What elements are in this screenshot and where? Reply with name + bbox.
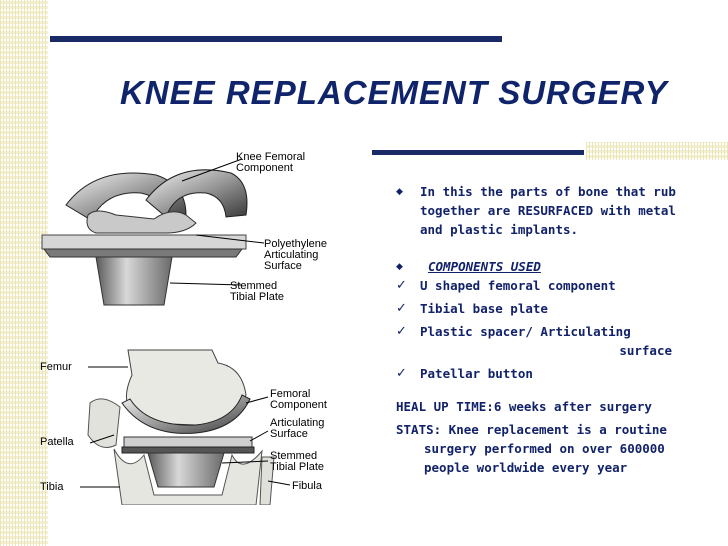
component-text: Tibial base plate — [420, 301, 548, 316]
check-bullet-icon: ✓ — [396, 278, 407, 293]
stats-line: surgery performed on over 600000 — [424, 441, 665, 456]
label-fibula: Fibula — [292, 480, 323, 492]
label-knee-femoral: Knee Femoral Component — [236, 151, 308, 174]
label-articulating-surface: Articulating Surface — [270, 417, 327, 440]
label-stemmed-tibial-top: Stemmed Tibial Plate — [230, 280, 284, 303]
component-item: ✓ Tibial base plate — [396, 299, 696, 318]
label-femoral-component: Femoral Component — [270, 388, 327, 411]
stats-line: people worldwide every year — [424, 460, 628, 475]
component-text: U shaped femoral component — [420, 278, 616, 293]
implant-figure — [41, 158, 265, 306]
label-tibia: Tibia — [40, 481, 64, 493]
intro-text: In this the parts of bone that rub toget… — [420, 184, 676, 237]
stats-line: STATS: Knee replacement is a routine — [396, 422, 667, 437]
bullet-components-heading: ◆ COMPONENTS USED — [396, 257, 696, 276]
heal-time: HEAL UP TIME:6 weeks after surgery — [396, 399, 652, 414]
component-text-continued: surface — [619, 343, 672, 358]
component-text: Plastic spacer/ Articulating — [420, 324, 631, 339]
knee-implant-illustrations: Knee Femoral Component Polyethylene Arti… — [40, 151, 330, 505]
diamond-bullet-icon: ◆ — [396, 187, 403, 197]
check-bullet-icon: ✓ — [396, 324, 407, 339]
check-bullet-icon: ✓ — [396, 301, 407, 316]
decorative-hatch-left — [0, 0, 48, 546]
content-bullets: ◆ In this the parts of bone that rub tog… — [396, 182, 696, 477]
decorative-hatch-right — [586, 142, 728, 160]
label-patella: Patella — [40, 436, 75, 448]
knee-joint-figure — [80, 349, 291, 505]
label-polyethylene: Polyethylene Articulating Surface — [264, 238, 330, 272]
components-heading: COMPONENTS USED — [428, 259, 541, 274]
label-stemmed-tibial-bottom: Stemmed Tibial Plate — [270, 450, 324, 473]
content-rule — [372, 150, 584, 155]
bullet-intro: ◆ In this the parts of bone that rub tog… — [396, 182, 696, 239]
component-item: ✓ Patellar button — [396, 364, 696, 383]
slide-title: KNEE REPLACEMENT SURGERY — [120, 74, 668, 111]
component-item: ✓ Plastic spacer/ Articulating surface — [396, 322, 696, 360]
label-femur: Femur — [40, 361, 72, 373]
diamond-bullet-icon: ◆ — [396, 262, 403, 272]
check-bullet-icon: ✓ — [396, 366, 407, 381]
component-item: ✓ U shaped femoral component — [396, 276, 696, 295]
top-rule — [50, 36, 502, 42]
component-text: Patellar button — [420, 366, 533, 381]
